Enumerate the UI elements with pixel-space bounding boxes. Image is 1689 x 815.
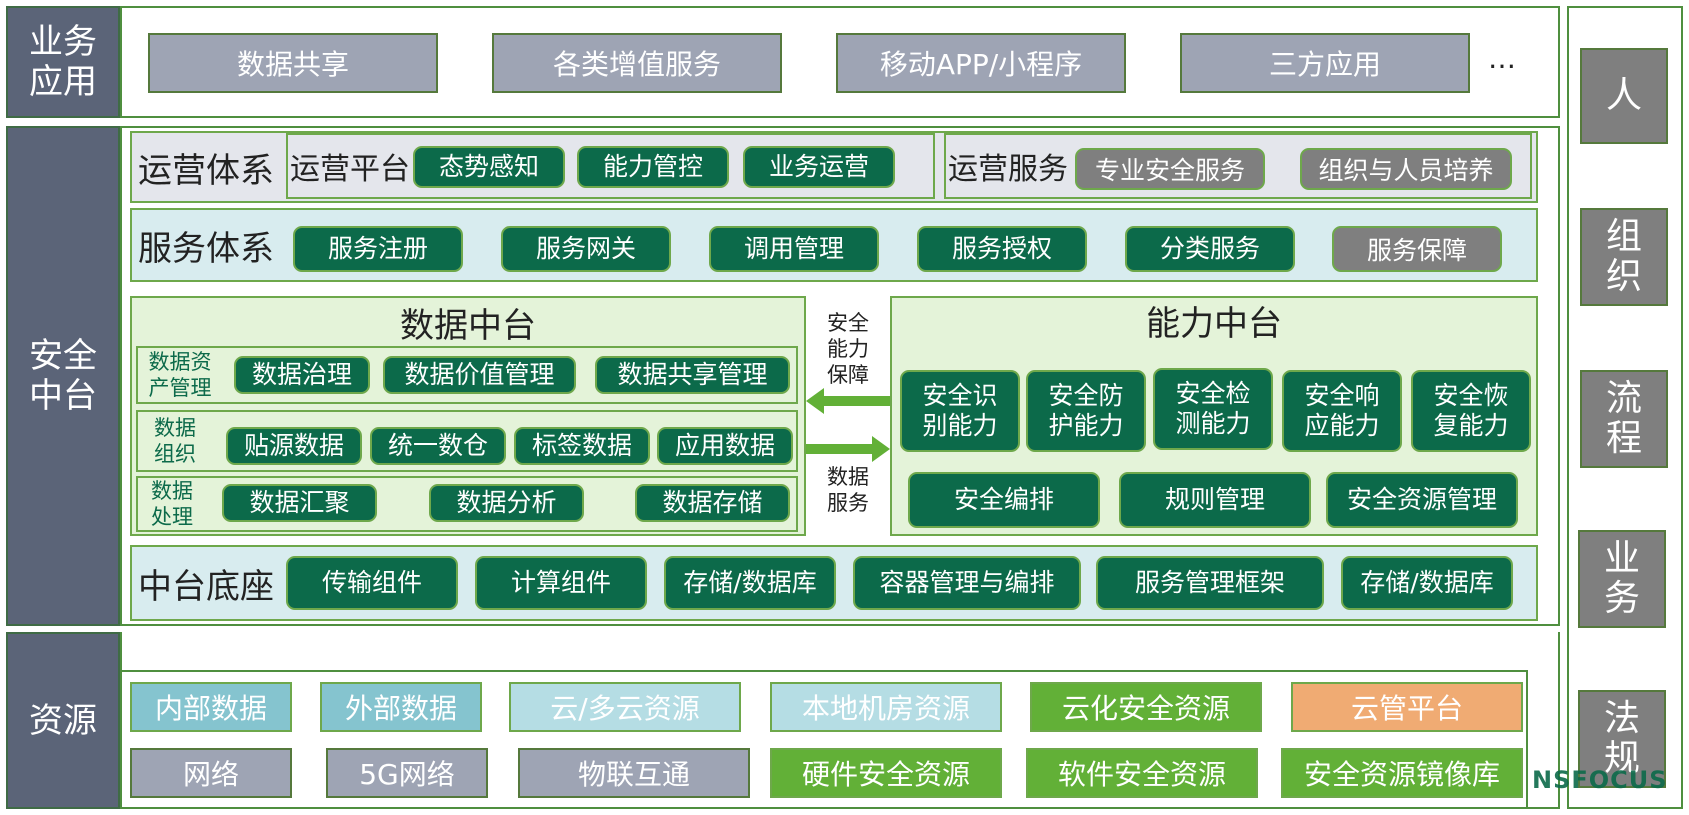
op-item-professional-security-service[interactable]: 专业安全服务	[1075, 148, 1265, 190]
data-item-sharing-management[interactable]: 数据共享管理	[595, 356, 790, 394]
base-item-service-framework[interactable]: 服务管理框架	[1096, 556, 1324, 610]
resource-security-image-repository[interactable]: 安全资源镜像库	[1281, 748, 1523, 798]
left-arrow-icon	[806, 388, 890, 414]
right-item-organization[interactable]: 组 织	[1580, 208, 1668, 306]
data-item-value-management[interactable]: 数据价值管理	[383, 356, 576, 394]
service-item-gateway[interactable]: 服务网关	[501, 226, 671, 272]
capability-recover[interactable]: 安全恢 复能力	[1411, 370, 1531, 452]
business-item-value-added-services[interactable]: 各类增值服务	[492, 33, 782, 93]
platform-base-title: 中台底座	[138, 566, 274, 607]
right-item-people[interactable]: 人	[1580, 48, 1668, 144]
capability-resource-management[interactable]: 安全资源管理	[1326, 472, 1518, 528]
service-item-classified-service[interactable]: 分类服务	[1125, 226, 1295, 272]
data-item-analysis[interactable]: 数据分析	[429, 484, 584, 522]
resource-cloud-management-platform[interactable]: 云管平台	[1291, 682, 1523, 732]
data-item-tag-data[interactable]: 标签数据	[514, 427, 650, 465]
operation-platform-box	[286, 133, 935, 199]
right-item-regulations[interactable]: 法 规	[1578, 690, 1666, 788]
resource-network[interactable]: 网络	[130, 748, 292, 798]
capability-identify[interactable]: 安全识 别能力	[900, 370, 1020, 452]
business-item-mobile-app[interactable]: 移动APP/小程序	[836, 33, 1126, 93]
data-platform-title: 数据中台	[400, 306, 536, 346]
resource-5g-network[interactable]: 5G网络	[326, 748, 488, 798]
data-item-unified-warehouse[interactable]: 统一数仓	[370, 427, 506, 465]
operation-system-title: 运营体系	[138, 150, 274, 191]
data-item-source-data[interactable]: 贴源数据	[226, 427, 362, 465]
op-item-situation-awareness[interactable]: 态势感知	[413, 146, 565, 188]
base-item-storage-database-1[interactable]: 存储/数据库	[664, 556, 836, 610]
service-item-call-management[interactable]: 调用管理	[709, 226, 879, 272]
resource-cloud-security[interactable]: 云化安全资源	[1030, 682, 1262, 732]
data-item-aggregation[interactable]: 数据汇聚	[222, 484, 377, 522]
data-item-governance[interactable]: 数据治理	[234, 356, 370, 394]
business-layer-label: 业务 应用	[6, 6, 120, 118]
capability-rule-management[interactable]: 规则管理	[1119, 472, 1311, 528]
capability-platform-title: 能力中台	[1146, 304, 1282, 344]
resource-external-data[interactable]: 外部数据	[320, 682, 482, 732]
data-item-storage[interactable]: 数据存储	[635, 484, 790, 522]
base-item-compute[interactable]: 计算组件	[475, 556, 647, 610]
security-layer-label: 安全 中台	[6, 126, 120, 626]
data-processing-row	[136, 476, 798, 532]
base-item-storage-database-2[interactable]: 存储/数据库	[1341, 556, 1513, 610]
data-service-label: 数据 服务	[827, 465, 869, 515]
business-item-data-sharing[interactable]: 数据共享	[148, 33, 438, 93]
service-item-guarantee[interactable]: 服务保障	[1332, 226, 1502, 272]
resource-software-security[interactable]: 软件安全资源	[1026, 748, 1258, 798]
right-item-business[interactable]: 业 务	[1578, 530, 1666, 628]
data-processing-label: 数据 处理	[151, 479, 193, 529]
base-item-transport[interactable]: 传输组件	[286, 556, 458, 610]
capability-respond[interactable]: 安全响 应能力	[1282, 370, 1402, 452]
operation-service-box	[944, 133, 1532, 199]
resources-layer-label: 资源	[6, 632, 120, 809]
base-item-container-orchestration[interactable]: 容器管理与编排	[853, 556, 1081, 610]
resource-cloud-multicloud[interactable]: 云/多云资源	[509, 682, 741, 732]
data-item-application-data[interactable]: 应用数据	[657, 427, 793, 465]
service-item-registration[interactable]: 服务注册	[293, 226, 463, 272]
business-more-ellipsis: …	[1488, 42, 1516, 75]
op-item-business-operation[interactable]: 业务运营	[743, 146, 895, 188]
resource-iot[interactable]: 物联互通	[518, 748, 750, 798]
op-item-capability-control[interactable]: 能力管控	[577, 146, 729, 188]
data-organization-label: 数据 组织	[154, 416, 196, 466]
right-item-process[interactable]: 流 程	[1580, 370, 1668, 468]
data-asset-mgmt-label: 数据资 产管理	[148, 350, 212, 400]
operation-service-title: 运营服务	[948, 152, 1068, 187]
operation-platform-title: 运营平台	[290, 152, 410, 187]
capability-detect[interactable]: 安全检 测能力	[1153, 368, 1273, 450]
capability-orchestration[interactable]: 安全编排	[908, 472, 1100, 528]
right-arrow-icon	[806, 436, 890, 462]
security-capability-guarantee-label: 安全 能力 保障	[827, 311, 869, 387]
service-item-authorization[interactable]: 服务授权	[917, 226, 1087, 272]
resource-hardware-security[interactable]: 硬件安全资源	[770, 748, 1002, 798]
op-item-org-personnel-training[interactable]: 组织与人员培养	[1300, 148, 1512, 190]
resource-local-datacenter[interactable]: 本地机房资源	[770, 682, 1002, 732]
capability-protect[interactable]: 安全防 护能力	[1026, 370, 1146, 452]
nsfocus-logo-watermark: NSFOCUS	[1532, 766, 1668, 794]
resource-internal-data[interactable]: 内部数据	[130, 682, 292, 732]
data-organization-row	[136, 410, 798, 472]
service-system-title: 服务体系	[138, 228, 274, 269]
data-asset-mgmt-row	[136, 346, 798, 404]
business-item-third-party-apps[interactable]: 三方应用	[1180, 33, 1470, 93]
